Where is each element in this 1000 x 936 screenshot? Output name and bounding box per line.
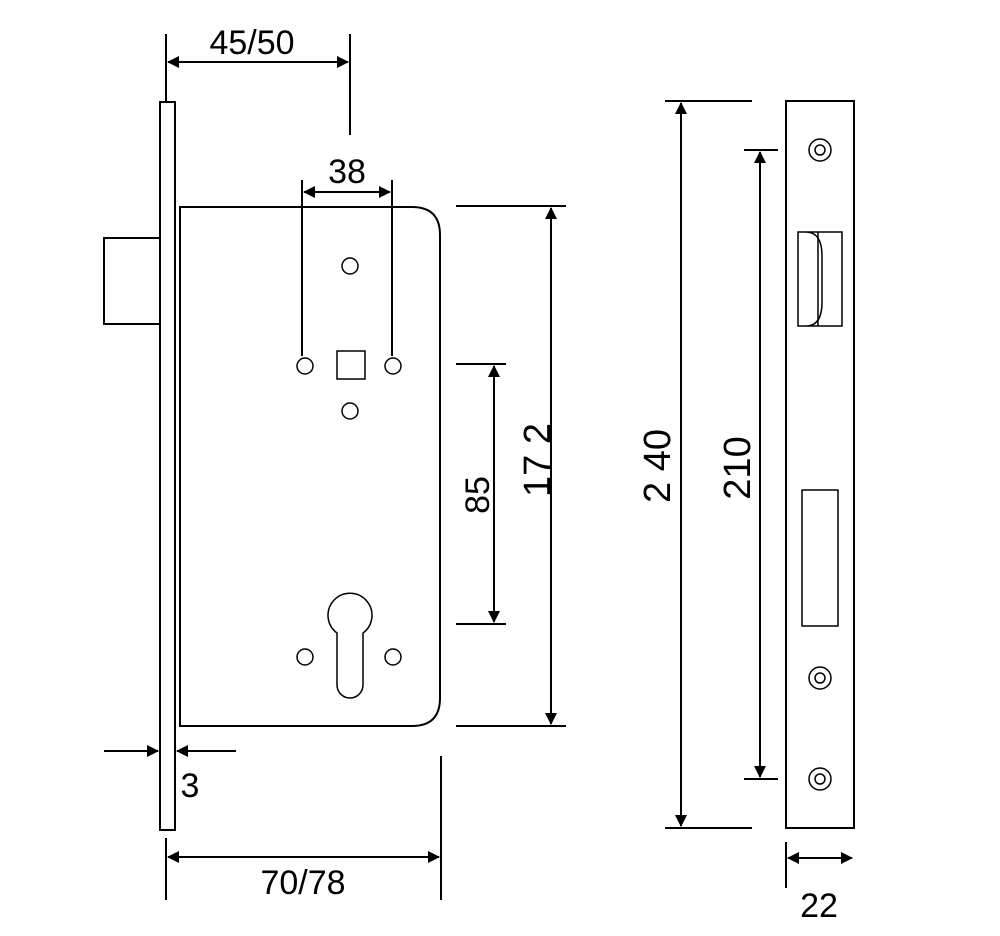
dimension-faceplate-length: 2 40	[637, 100, 752, 829]
cylinder-fixing-hole-left	[296, 648, 314, 666]
faceplate-screw-middle	[808, 666, 832, 690]
cylinder-fixing-hole-right	[384, 648, 402, 666]
lock-case	[179, 206, 441, 727]
lock-body-front-view	[103, 101, 441, 831]
faceplate-screw-top	[808, 138, 832, 162]
faceplate-screw-bottom	[808, 767, 832, 791]
latch-slot	[797, 231, 843, 327]
dimension-label-handle-spacing: 38	[328, 153, 366, 191]
dimension-label-faceplate-thickness: 3	[181, 767, 200, 805]
dimension-screw-spacing: 210	[717, 149, 778, 780]
dimension-center-distance: 85	[456, 363, 506, 625]
euro-cylinder-hole	[327, 592, 373, 699]
latch-bolt	[103, 237, 161, 325]
handle-fixing-hole-right	[384, 357, 402, 375]
faceplate-edge	[159, 101, 176, 831]
spindle-square-hole	[336, 350, 366, 380]
dimension-label-faceplate-width: 22	[800, 887, 838, 925]
dimension-label-faceplate-length: 2 40	[637, 429, 679, 503]
dimension-label-center-distance: 85	[459, 476, 497, 514]
dimension-handle-spacing: 38	[301, 153, 393, 356]
dimension-label-case-depth: 70/78	[260, 864, 345, 902]
top-screw-hole	[341, 257, 359, 275]
faceplate	[785, 100, 855, 829]
handle-fixing-hole-left	[296, 357, 314, 375]
dimension-case-height: 17 2	[456, 205, 566, 727]
deadbolt-slot	[801, 489, 839, 627]
dimension-case-depth: 70/78	[165, 756, 442, 902]
middle-screw-hole	[341, 402, 359, 420]
dimension-label-backset: 45/50	[209, 24, 294, 62]
dimension-backset: 45/50	[165, 24, 351, 135]
faceplate-side-view	[785, 100, 855, 829]
dimension-faceplate-width: 22	[785, 842, 853, 925]
dimension-label-case-height: 17 2	[517, 423, 559, 497]
dimension-faceplate-thickness: 3	[104, 745, 236, 805]
dimension-label-screw-spacing: 210	[717, 436, 759, 499]
